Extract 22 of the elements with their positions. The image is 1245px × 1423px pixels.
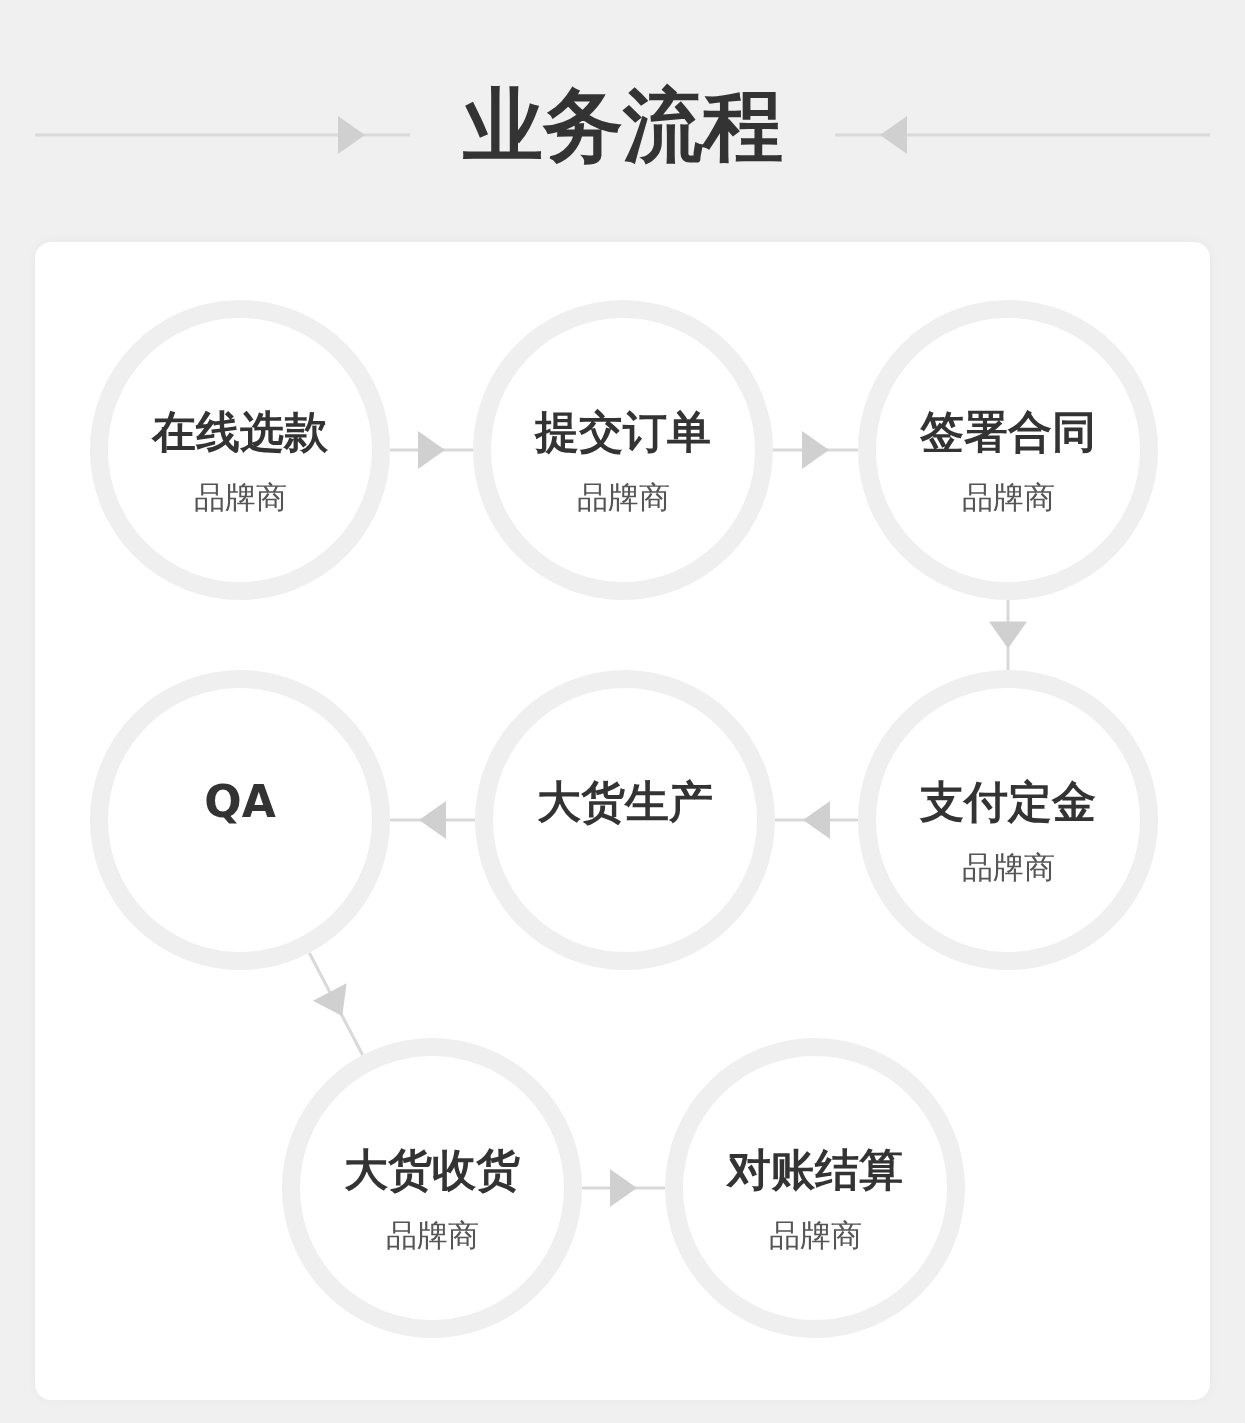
step-role: 品牌商 <box>385 1217 479 1255</box>
step-title: 大货生产 <box>537 776 713 829</box>
step-title: QA <box>204 776 276 829</box>
step-title: 签署合同 <box>920 406 1096 459</box>
step-role: 品牌商 <box>961 849 1055 887</box>
step-title: 提交订单 <box>535 406 711 459</box>
step-role: 品牌商 <box>576 479 670 517</box>
arrow <box>308 952 364 1056</box>
arrow <box>390 431 473 469</box>
step-title: 大货收货 <box>344 1144 520 1197</box>
arrow <box>775 801 858 839</box>
arrow <box>773 431 858 469</box>
step-title: 支付定金 <box>920 776 1096 829</box>
step-title: 对账结算 <box>727 1144 903 1197</box>
step-role: 品牌商 <box>193 479 287 517</box>
arrow <box>582 1169 665 1207</box>
step-role: 品牌商 <box>961 479 1055 517</box>
page-title: 业务流程 <box>462 78 783 174</box>
arrow <box>390 801 475 839</box>
step-title: 在线选款 <box>152 406 328 459</box>
step-role: 品牌商 <box>768 1217 862 1255</box>
arrow <box>989 600 1027 670</box>
